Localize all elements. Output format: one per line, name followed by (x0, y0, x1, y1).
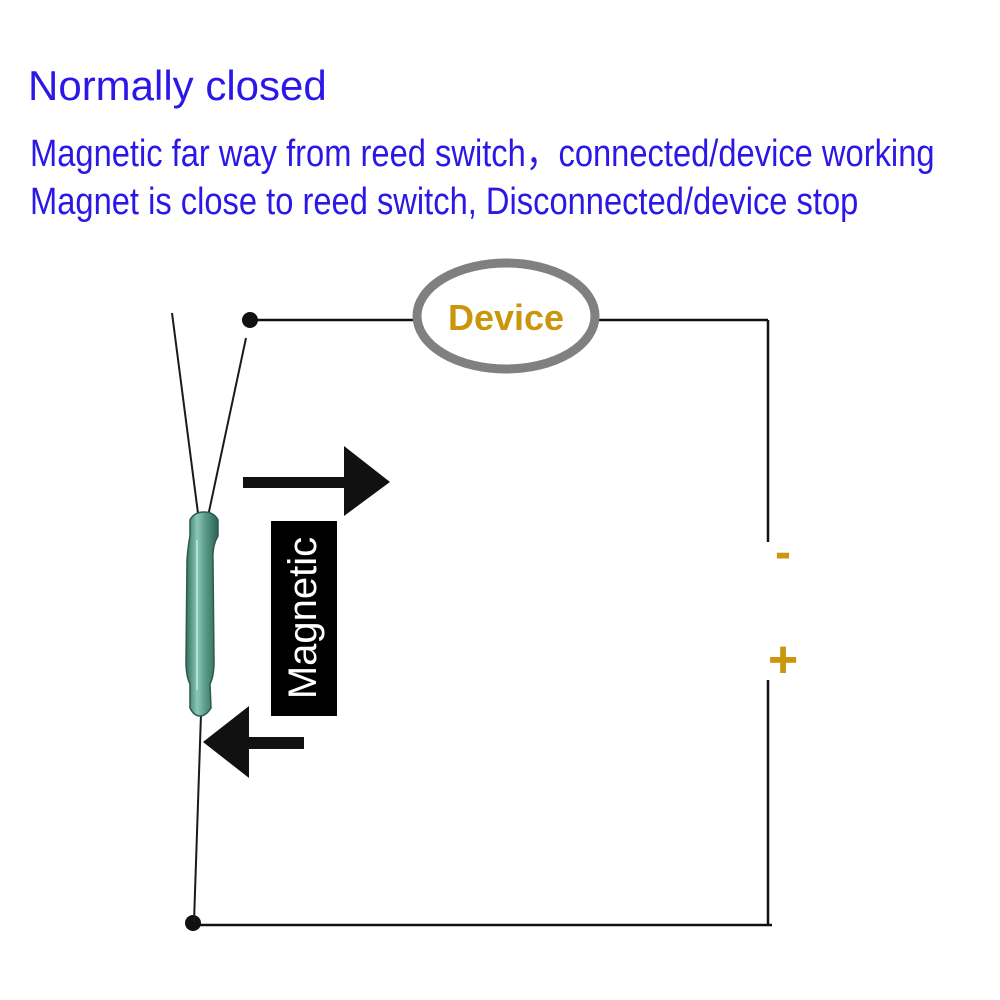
device: Device (412, 258, 600, 374)
arrow-left-icon (203, 706, 304, 778)
reed-glass-body (185, 511, 219, 717)
arrow-right-icon (243, 446, 390, 516)
reed-lead-bottom (193, 713, 202, 923)
magnet-block (271, 521, 337, 716)
diagram-title: Normally closed (28, 62, 327, 109)
reed-lead-left (171, 312, 200, 522)
reed-lead-right (206, 337, 247, 522)
reed-switch (171, 312, 247, 923)
device-label: Device (448, 297, 564, 338)
device-ring (412, 258, 600, 374)
battery-plus-label: + (768, 631, 798, 689)
description-line-close: Magnet is close to reed switch, Disconne… (30, 181, 859, 223)
junction-dot-top (242, 312, 258, 328)
magnet: Magnetic (271, 521, 337, 716)
battery-minus-label: - (775, 526, 791, 579)
circuit-wires (193, 318, 772, 927)
description-line-far: Magnetic far way from reed switch，connec… (30, 133, 935, 175)
magnet-label: Magnetic (281, 537, 325, 699)
junction-dot-bottom (185, 915, 201, 931)
